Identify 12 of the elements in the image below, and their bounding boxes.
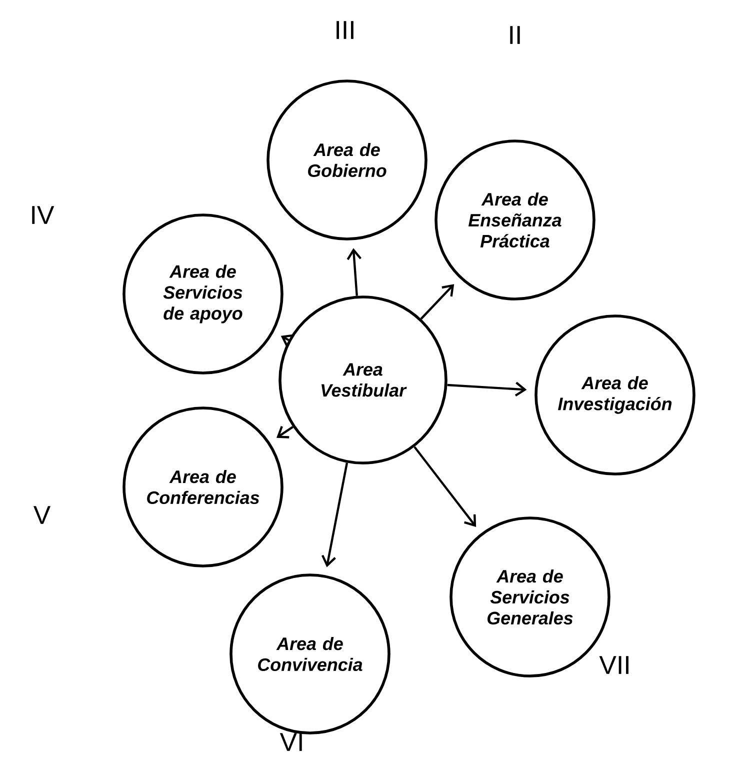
roman-numeral: IV <box>32 206 54 224</box>
roman-numeral: II <box>510 26 520 44</box>
roman-numeral: III <box>336 21 354 39</box>
arrow <box>321 462 348 568</box>
roman-numeral: V <box>33 506 51 524</box>
roman-numeral: VII <box>599 656 628 674</box>
arrow <box>447 382 527 397</box>
arrow <box>420 284 454 320</box>
arrow <box>414 446 476 527</box>
arrow <box>346 248 362 296</box>
roman-numeral: VI <box>280 733 302 751</box>
arrow <box>276 426 294 438</box>
